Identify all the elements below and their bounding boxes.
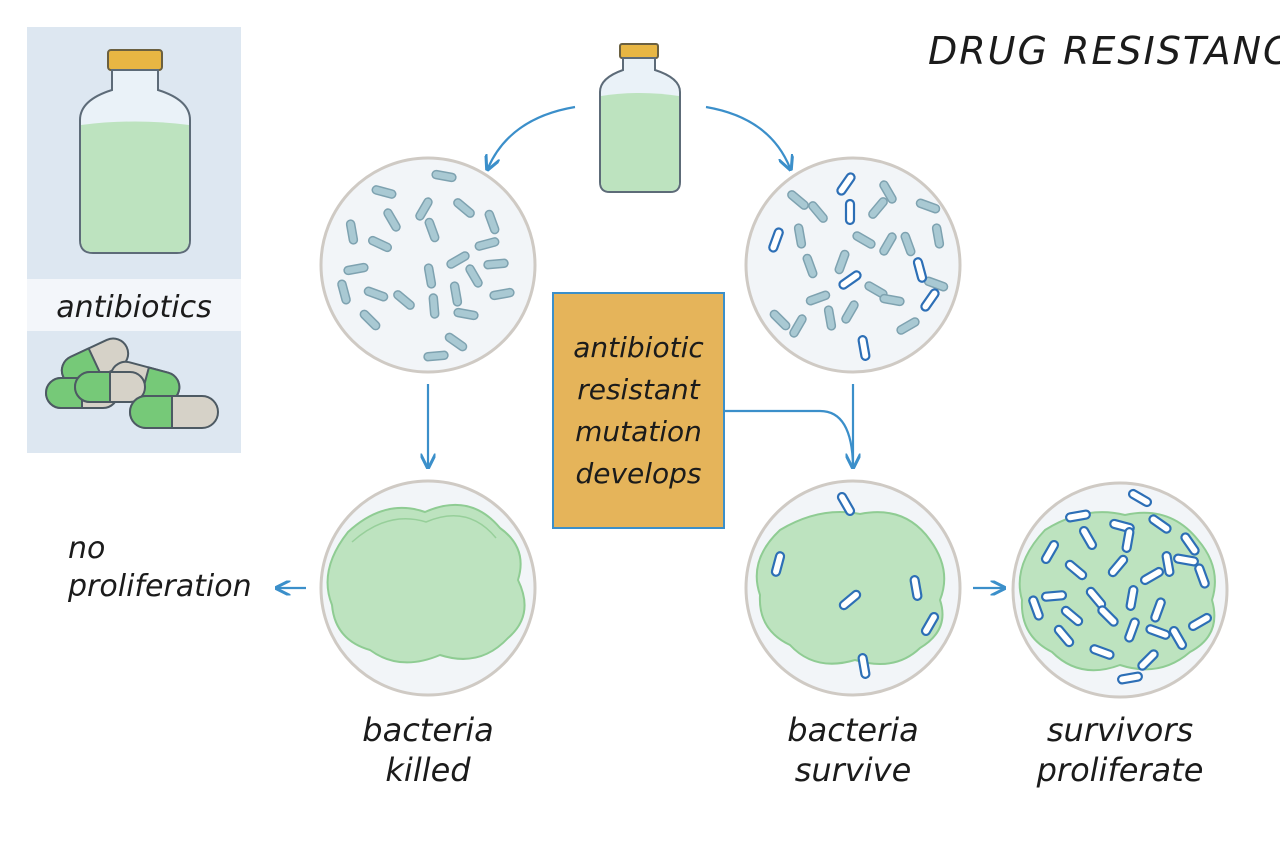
no-proliferation-label: no proliferation — [68, 530, 252, 605]
mutation-box-line: resistant — [577, 372, 700, 406]
dish-bacteria-killed — [319, 479, 537, 697]
no-proliferation-line: proliferation — [68, 568, 252, 604]
bacteria-killed-line: bacteria — [362, 711, 494, 749]
dish-bacteria-survive — [744, 479, 962, 697]
capsules-icon — [45, 337, 219, 429]
diagram-title: DRUG RESISTANCE — [928, 29, 1280, 73]
mutation-box: antibiotic resistant mutation develops — [552, 292, 725, 529]
mutation-box-line: mutation — [575, 414, 702, 448]
arrow-box-to-right — [725, 409, 855, 467]
bacteria-survive-line: bacteria — [787, 711, 919, 749]
survivors-proliferate-line: proliferate — [1036, 751, 1204, 789]
antibiotics-label: antibiotics — [56, 290, 212, 325]
bacteria-survive-label: bacteria survive — [753, 710, 953, 790]
mutation-box-line: antibiotic — [573, 330, 704, 364]
bacteria-killed-line: killed — [385, 751, 471, 789]
bacteria-survive-line: survive — [794, 751, 912, 789]
arrow-to-right-dish — [705, 105, 790, 168]
dish-bacteria-mutation — [744, 156, 962, 374]
dish-survivors-proliferate — [1011, 481, 1229, 699]
mutation-box-line: develops — [575, 456, 702, 490]
dish-bacteria-before — [319, 156, 537, 374]
survivors-proliferate-label: survivors proliferate — [1010, 710, 1230, 790]
large-vial-icon — [79, 49, 191, 254]
arrows — [278, 105, 1003, 588]
no-proliferation-line: no — [68, 531, 106, 566]
survivors-proliferate-line: survivors — [1046, 711, 1194, 749]
arrow-to-left-dish — [488, 105, 576, 168]
small-vial-icon — [599, 43, 681, 193]
bacteria-killed-label: bacteria killed — [328, 710, 528, 790]
